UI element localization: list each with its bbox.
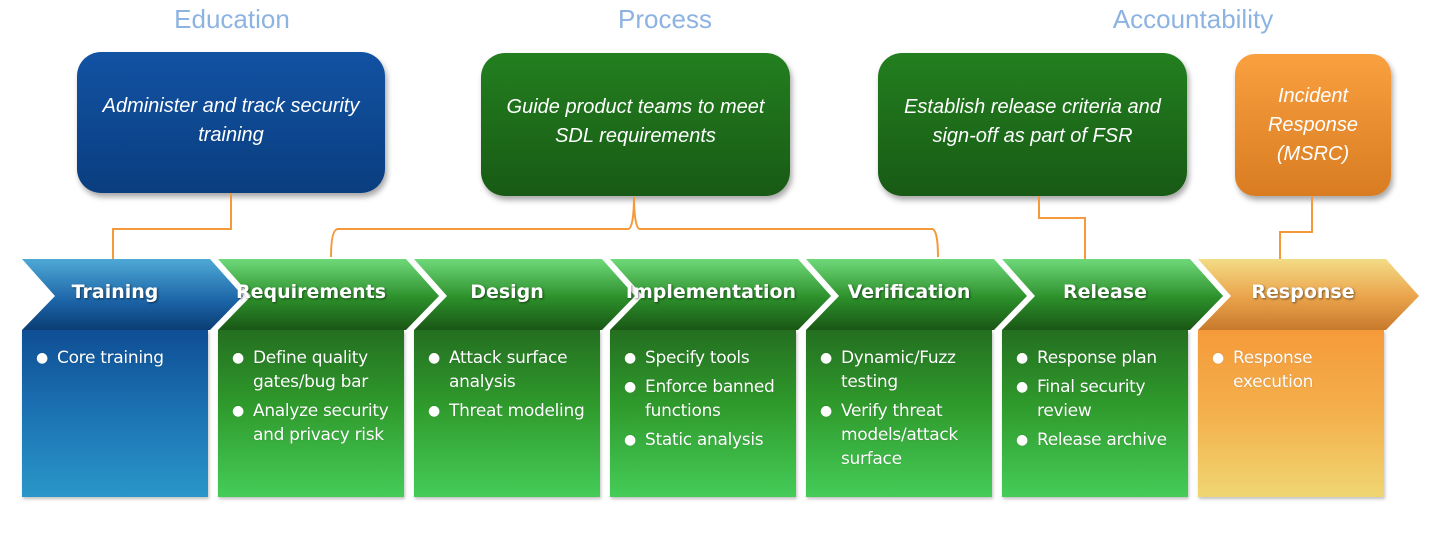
education-box-line: Administer and track security (102, 95, 360, 117)
chevron-shape (610, 259, 831, 330)
stage-release: Release ● Response plan ● Final security r… (1002, 259, 1223, 497)
connector-process-bracket (330, 196, 939, 258)
stage-item: ● Response plan (1014, 346, 1182, 370)
incident-box-line: (MSRC) (1276, 143, 1350, 165)
education-box: Administer and track security training (77, 52, 385, 193)
stage-body: ● Dynamic/Fuzz testing ● Verify threat mod… (806, 330, 992, 497)
stage-title: Design (470, 281, 544, 303)
stage-title: Verification (847, 281, 971, 303)
stage-title: Response (1251, 281, 1355, 303)
stage-item-text: Enforce banned functions (645, 377, 775, 421)
stage-item-text: Define quality gates/bug bar (253, 348, 368, 392)
stage-item: ● Specify tools (622, 346, 790, 370)
stage-header: Design (414, 259, 635, 330)
bullet-icon: ● (232, 403, 244, 419)
chevron-shape (1002, 259, 1223, 330)
incident-box-line: Response (1267, 114, 1359, 136)
bullet-icon: ● (36, 350, 48, 366)
stage-body: ● Core training (22, 330, 208, 497)
stage-item-text: Response plan (1037, 348, 1157, 368)
stage-header: Release (1002, 259, 1223, 330)
connector-incident-response (1279, 196, 1313, 259)
stage-body: ● Define quality gates/bug bar ● Analyze s… (218, 330, 404, 497)
stage-item-text: Specify tools (645, 348, 750, 368)
stage-item: ● Threat modeling (426, 399, 594, 423)
bullet-icon: ● (624, 432, 636, 448)
bullet-icon: ● (428, 403, 440, 419)
stage-body: ● Specify tools ● Enforce banned functions… (610, 330, 796, 497)
stage-item: ● Core training (34, 346, 202, 370)
stage-item: ● Enforce banned functions (622, 375, 790, 423)
education-box-line: training (198, 124, 264, 146)
chevron-shape (414, 259, 635, 330)
chevron-shape (806, 259, 1027, 330)
stage-item: ● Attack surface analysis (426, 346, 594, 394)
bullet-icon: ● (1016, 379, 1028, 395)
stage-item: ● Response execution (1210, 346, 1378, 394)
bullet-icon: ● (624, 379, 636, 395)
stage-design: Design ● Attack surface analysis ● Threat … (414, 259, 635, 497)
stage-item-text: Response execution (1233, 348, 1314, 392)
stage-item-text: Static analysis (645, 430, 764, 450)
stage-body: ● Response execution (1198, 330, 1384, 497)
stage-title: Training (71, 281, 159, 303)
stage-item: ● Dynamic/Fuzz testing (818, 346, 986, 394)
stage-header: Training (22, 259, 243, 330)
section-title-process: Process (618, 4, 712, 34)
bullet-icon: ● (1016, 350, 1028, 366)
incident-box-line: Incident (1277, 85, 1349, 107)
process-box-line: SDL requirements (555, 125, 716, 147)
stage-response: Response ● Response execution (1198, 259, 1419, 497)
stage-item: ● Analyze security and privacy risk (230, 399, 398, 447)
bullet-icon: ● (1212, 350, 1224, 366)
bullet-icon: ● (820, 403, 832, 419)
process-box-line: Guide product teams to meet (506, 96, 765, 118)
bullet-icon: ● (232, 350, 244, 366)
stage-item: ● Verify threat models/attack surface (818, 399, 986, 471)
stage-item: ● Release archive (1014, 428, 1182, 452)
stage-item: ● Define quality gates/bug bar (230, 346, 398, 394)
connector-education-training (112, 193, 232, 259)
bullet-icon: ● (624, 350, 636, 366)
chevron-shape (1198, 259, 1419, 330)
stage-implementation: Implementation ● Specify tools ● Enforce b… (610, 259, 831, 497)
stage-item-text: Release archive (1037, 430, 1167, 450)
accountability-box: Establish release criteria and sign-off a… (878, 53, 1187, 196)
stage-training: Training ● Core training (22, 259, 243, 497)
bullet-icon: ● (428, 350, 440, 366)
stage-item: ● Static analysis (622, 428, 790, 452)
stage-item-text: Verify threat models/attack surface (841, 401, 958, 469)
accountability-box-line: sign-off as part of FSR (932, 125, 1133, 147)
stage-verification: Verification ● Dynamic/Fuzz testing ● Veri… (806, 259, 1027, 497)
chevron-shape (22, 259, 243, 330)
stage-item-text: Attack surface analysis (449, 348, 568, 392)
stage-header: Verification (806, 259, 1027, 330)
section-title-accountability: Accountability (1112, 4, 1274, 34)
stage-title: Release (1063, 281, 1147, 303)
stage-item-text: Dynamic/Fuzz testing (841, 348, 956, 392)
bullet-icon: ● (820, 350, 832, 366)
stage-title: Requirements (235, 281, 386, 303)
stage-header: Response (1198, 259, 1419, 330)
bullet-icon: ● (1016, 432, 1028, 448)
stage-body: ● Response plan ● Final security review ● R… (1002, 330, 1188, 497)
stage-item-text: Final security review (1037, 377, 1146, 421)
stage-item-text: Analyze security and privacy risk (253, 401, 389, 445)
stage-requirements: Requirements ● Define quality gates/bug b… (218, 259, 439, 497)
stage-header: Requirements (218, 259, 439, 330)
stage-header: Implementation (610, 259, 831, 330)
connector-accountability-release (1038, 196, 1086, 259)
section-title-education: Education (174, 4, 290, 34)
stage-item: ● Final security review (1014, 375, 1182, 423)
stage-title: Implementation (625, 281, 797, 303)
stage-body: ● Attack surface analysis ● Threat modelin… (414, 330, 600, 497)
accountability-box-line: Establish release criteria and (904, 96, 1161, 118)
chevron-shape (218, 259, 439, 330)
stage-item-text: Core training (57, 348, 164, 368)
stage-item-text: Threat modeling (449, 401, 585, 421)
